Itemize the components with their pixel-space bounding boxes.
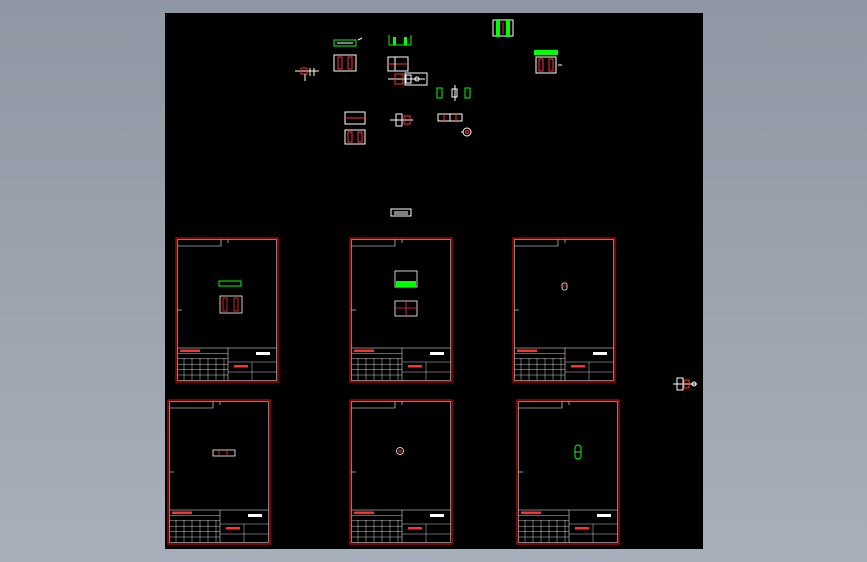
title-block-marking [248, 514, 262, 517]
sheet-4[interactable] [167, 399, 271, 545]
title-block [177, 347, 277, 381]
sheet-border [349, 399, 453, 545]
sheet-4-part[interactable] [212, 449, 236, 457]
sheet-ref-tab [351, 239, 396, 247]
sheet-ref-tab [518, 401, 563, 409]
title-block-marking [234, 365, 248, 368]
sheet-inner-frame [169, 401, 269, 543]
part-washer[interactable] [461, 127, 472, 137]
part-green-bracket[interactable] [388, 35, 412, 46]
part-green-bar-a[interactable] [333, 37, 363, 47]
title-block [351, 347, 451, 381]
title-block-marking [408, 527, 422, 530]
part-note-mark[interactable] [390, 208, 412, 217]
title-block [351, 509, 451, 543]
sheet-border [516, 399, 620, 545]
part-block-a[interactable] [333, 54, 357, 72]
cad-drawing-canvas[interactable] [165, 13, 703, 549]
title-block-marking [172, 511, 192, 514]
part-green-pins[interactable] [436, 85, 471, 101]
title-block-marking [517, 349, 537, 352]
sheet-border [349, 237, 453, 383]
sheet-6-part[interactable] [574, 444, 582, 460]
title-block-marking [430, 514, 444, 517]
sheet-ref-tab [514, 239, 559, 247]
title-block-marking [354, 511, 374, 514]
title-block-marking [593, 352, 607, 355]
drawing-sheets [167, 237, 620, 545]
loose-parts-group [295, 19, 697, 391]
sheet-ref-tab [169, 401, 214, 409]
sheet-border [175, 237, 279, 383]
sheet-2[interactable] [349, 237, 453, 383]
sheet-1[interactable] [175, 237, 279, 383]
cad-model-space[interactable] [165, 13, 703, 549]
sheet-6[interactable] [516, 399, 620, 545]
title-block-marking [180, 349, 200, 352]
part-top-right[interactable] [492, 19, 514, 37]
sheet-inner-frame [518, 401, 618, 543]
part-block-b[interactable] [344, 111, 366, 145]
part-shaft-right[interactable] [673, 377, 697, 391]
title-block-marking [256, 352, 270, 355]
sheet-3[interactable] [512, 237, 616, 383]
sheet-1-part[interactable] [218, 280, 243, 314]
sheet-inner-frame [514, 239, 614, 381]
sheet-ref-tab [351, 401, 396, 409]
part-roller[interactable] [437, 113, 463, 122]
sheet-3-part[interactable] [561, 282, 568, 291]
sheet-inner-frame [351, 239, 451, 381]
title-block-marking [354, 349, 374, 352]
sheet-5[interactable] [349, 399, 453, 545]
title-block-marking [571, 365, 585, 368]
sheet-border [512, 237, 616, 383]
sheet-ref-tab [177, 239, 222, 247]
part-block-center[interactable] [387, 56, 409, 72]
title-block-marking [597, 514, 611, 517]
title-block-marking [226, 527, 240, 530]
part-right-housing[interactable] [534, 50, 562, 74]
title-block [169, 509, 269, 543]
part-shaft-assembly[interactable] [388, 72, 428, 86]
sheet-border [167, 399, 271, 545]
sheet-5-part[interactable] [396, 447, 404, 455]
sheet-2-part[interactable] [394, 270, 418, 317]
title-block [514, 347, 614, 381]
part-shaft-left[interactable] [295, 67, 319, 81]
sheet-inner-frame [351, 401, 451, 543]
title-block-marking [575, 527, 589, 530]
title-block-marking [430, 352, 444, 355]
part-shaft-small[interactable] [390, 113, 413, 127]
title-block-marking [521, 511, 541, 514]
title-block [518, 509, 618, 543]
title-block-marking [408, 365, 422, 368]
